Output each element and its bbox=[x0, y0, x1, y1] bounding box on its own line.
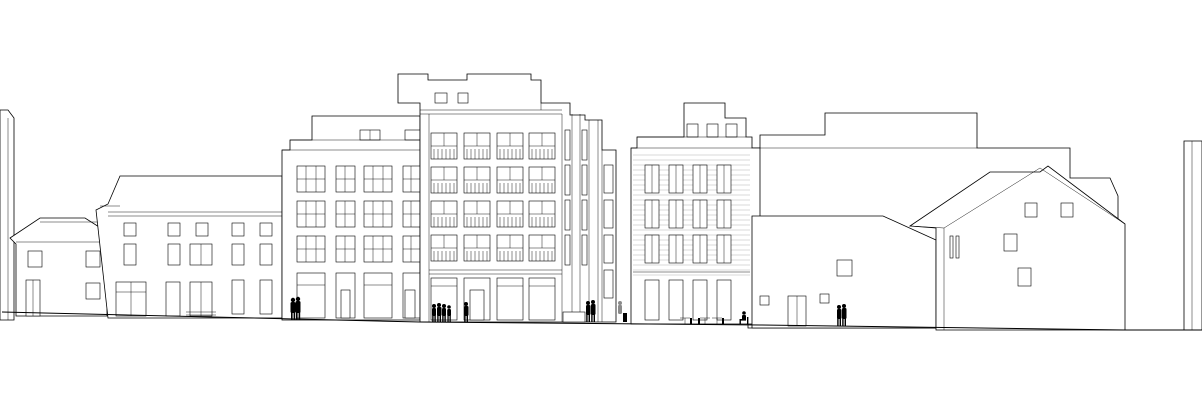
main-block-side-windows bbox=[564, 129, 614, 299]
terrace-house bbox=[95, 175, 283, 319]
left-house bbox=[9, 217, 108, 317]
warehouse-block bbox=[281, 115, 421, 321]
cafe-furniture bbox=[680, 317, 724, 324]
far-left-edge-building bbox=[0, 109, 15, 321]
pedestrian-group bbox=[432, 303, 451, 322]
seated-figure bbox=[739, 311, 749, 324]
pedestrian-pair-1 bbox=[290, 296, 301, 320]
low-front-building bbox=[751, 215, 937, 329]
gabled-house bbox=[908, 165, 1126, 331]
brick-block bbox=[630, 102, 761, 325]
main-block bbox=[397, 73, 617, 323]
warehouse-window-grid bbox=[296, 165, 421, 263]
pedestrian-pair-3 bbox=[837, 304, 847, 326]
pedestrian-pair-2 bbox=[586, 300, 627, 322]
main-block-balcony-grid bbox=[430, 132, 556, 262]
brick-coursing bbox=[633, 154, 750, 276]
far-right-edge-building bbox=[1183, 140, 1202, 331]
pedestrian-single bbox=[464, 302, 469, 322]
ground-line bbox=[1, 311, 1202, 331]
